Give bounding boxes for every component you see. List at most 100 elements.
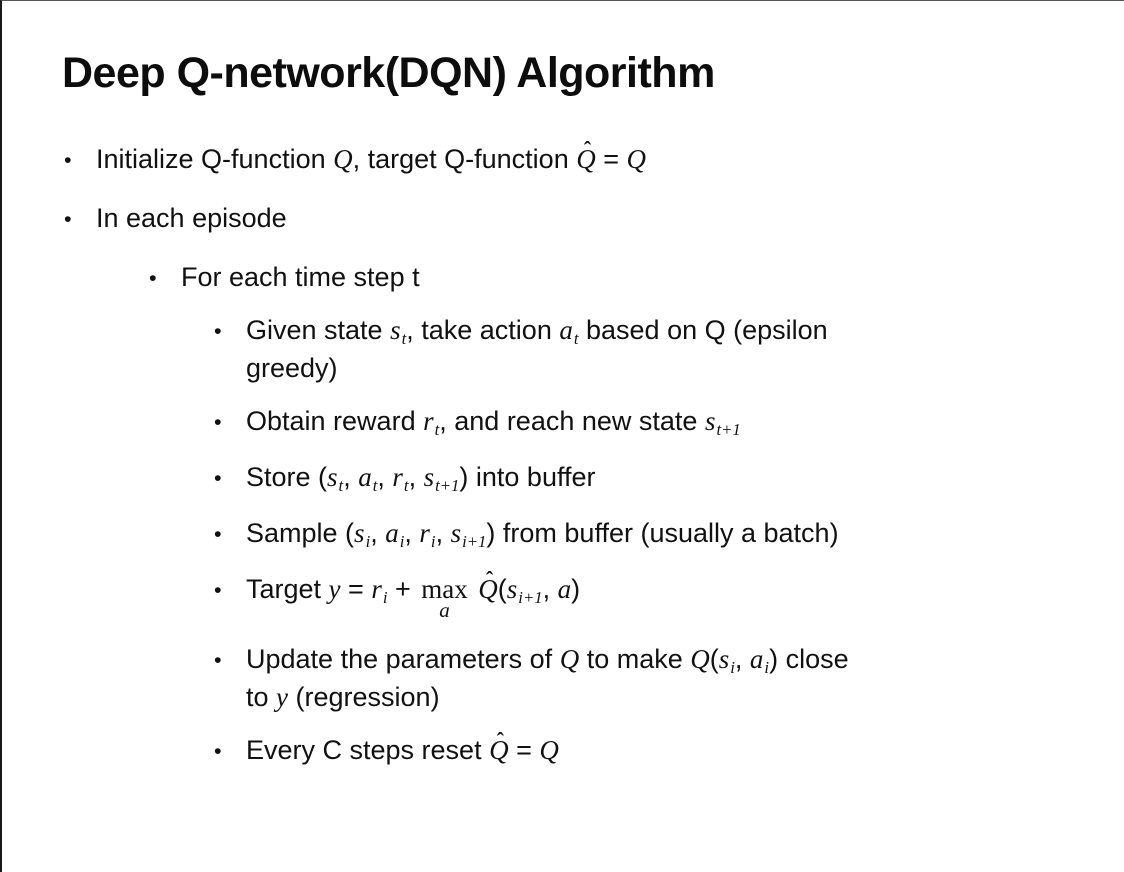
bullet-text: Store (st, at, rt, st+1) into buffer bbox=[246, 460, 596, 498]
math-var: s bbox=[390, 315, 401, 345]
math-var: s bbox=[506, 574, 518, 604]
bullet-item: •Given state st, take action at based on… bbox=[214, 313, 1124, 386]
bullet-text: Update the parameters of Q to make Q(si,… bbox=[246, 642, 849, 715]
text-segment: , and reach new state bbox=[439, 406, 705, 436]
text-segment: ( bbox=[497, 574, 507, 604]
bullet-text: Initialize Q-function Q, target Q-functi… bbox=[96, 137, 647, 177]
text-segment: Initialize Q-function bbox=[96, 144, 334, 174]
math-subscript: i+1 bbox=[518, 588, 543, 608]
math-subscript: t bbox=[573, 329, 579, 349]
math-var: s bbox=[704, 406, 716, 436]
text-segment: greedy) bbox=[246, 353, 338, 383]
hat-accent: ˆ bbox=[496, 728, 504, 753]
math-var: s bbox=[327, 462, 338, 492]
math-var: a bbox=[358, 462, 372, 492]
math-subscript: i bbox=[730, 658, 735, 678]
math-var: Q bbox=[559, 644, 580, 674]
bullet-marker: • bbox=[64, 147, 72, 172]
text-segment: , bbox=[370, 518, 386, 548]
bullet-text: Sample (si, ai, ri, si+1) from buffer (u… bbox=[246, 516, 839, 554]
math-subscript: t bbox=[338, 476, 344, 496]
math-var: s bbox=[718, 644, 730, 674]
bullet-marker: • bbox=[214, 521, 222, 546]
text-segment: (regression) bbox=[288, 682, 440, 712]
text-segment: ) from buffer (usually a batch) bbox=[486, 518, 839, 548]
bullet-marker: • bbox=[214, 647, 222, 672]
math-var: Q bbox=[333, 144, 353, 174]
math-subscript: t bbox=[434, 420, 440, 440]
text-segment: Store ( bbox=[246, 462, 328, 492]
text-segment: , bbox=[435, 518, 451, 548]
hat-accent: ˆ bbox=[583, 137, 592, 162]
bullet-item: •Sample (si, ai, ri, si+1) from buffer (… bbox=[214, 516, 1124, 554]
math-var: a bbox=[557, 574, 572, 604]
math-var: r bbox=[419, 518, 430, 548]
text-segment: = bbox=[595, 144, 627, 174]
bullet-marker: • bbox=[214, 409, 222, 434]
text-segment: In each episode bbox=[96, 203, 287, 233]
bullet-marker: • bbox=[214, 738, 222, 763]
math-var: r bbox=[392, 462, 403, 492]
text-segment: Obtain reward bbox=[246, 406, 424, 436]
math-subscript: t+1 bbox=[435, 476, 460, 496]
bullet-item: • For each time step t bbox=[149, 260, 1124, 295]
bullet-list: •Initialize Q-function Q, target Q-funct… bbox=[2, 137, 1124, 768]
math-subscript: i bbox=[399, 532, 405, 552]
text-segment: Sample ( bbox=[246, 518, 355, 548]
bullet-marker: • bbox=[149, 265, 157, 290]
math-var: s bbox=[450, 518, 462, 548]
bullet-marker: • bbox=[214, 318, 222, 343]
text-segment: based on Q (epsilon bbox=[578, 315, 828, 345]
text-segment: For each time step t bbox=[181, 262, 420, 292]
math-var: Q bbox=[539, 735, 559, 765]
text-segment: Every C steps reset bbox=[246, 735, 490, 765]
math-var: y bbox=[328, 574, 341, 604]
bullet-item: •Initialize Q-function Q, target Q-funct… bbox=[64, 137, 1124, 177]
text-segment: ) close bbox=[769, 644, 849, 674]
text-segment: to make bbox=[579, 644, 691, 674]
math-subscript: t bbox=[372, 476, 378, 496]
text-segment: = bbox=[340, 574, 372, 604]
math-var: a bbox=[559, 315, 573, 345]
math-var: r bbox=[371, 574, 382, 604]
math-subscript: t bbox=[403, 476, 409, 496]
text-segment: ) into buffer bbox=[459, 462, 596, 492]
math-var: a bbox=[749, 644, 764, 674]
bullet-item: • In each episode bbox=[64, 201, 1124, 236]
bullet-text: For each time step t bbox=[181, 260, 420, 295]
text-segment: , bbox=[542, 574, 558, 604]
math-subscript: t bbox=[401, 329, 407, 349]
text-segment: , bbox=[377, 462, 393, 492]
math-var: s bbox=[423, 462, 435, 492]
max-under-var: a bbox=[439, 598, 450, 623]
text-segment: , target Q-function bbox=[352, 144, 577, 174]
text-segment: ) bbox=[571, 574, 581, 604]
text-segment: , bbox=[734, 644, 750, 674]
math-subscript: t+1 bbox=[716, 420, 741, 440]
math-subscript: i bbox=[764, 658, 770, 678]
bullet-marker: • bbox=[214, 577, 222, 602]
hat-accent: ˆ bbox=[485, 567, 494, 592]
max-label: max bbox=[421, 574, 468, 604]
text-segment: , bbox=[343, 462, 359, 492]
text-segment: to bbox=[246, 682, 277, 712]
text-segment: , bbox=[408, 462, 424, 492]
text-segment: Update the parameters of bbox=[246, 644, 560, 674]
page-title: Deep Q-network(DQN) Algorithm bbox=[62, 49, 715, 97]
math-subscript: i bbox=[430, 532, 436, 552]
text-segment: Given state bbox=[246, 315, 391, 345]
text-segment bbox=[471, 574, 479, 604]
text-segment: ( bbox=[709, 644, 719, 674]
math-var: Q bbox=[626, 144, 647, 174]
bullet-item: •Store (st, at, rt, st+1) into buffer bbox=[214, 460, 1124, 498]
bullet-marker: • bbox=[64, 206, 72, 231]
